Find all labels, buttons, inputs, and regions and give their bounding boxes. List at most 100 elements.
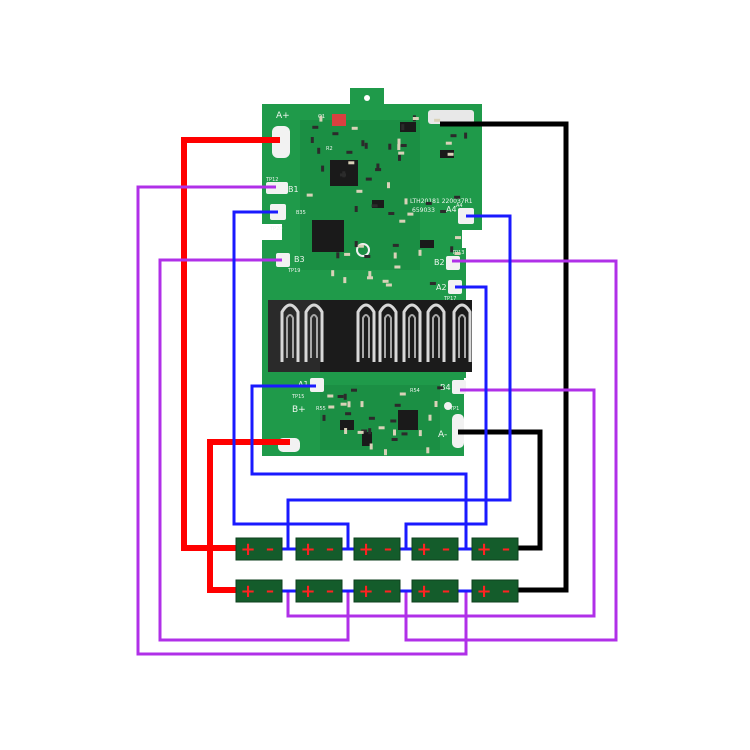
blade-1: [280, 303, 300, 362]
cell-plus-sign: +: [358, 581, 373, 602]
smd-part: [317, 147, 321, 154]
board-code: 659033: [412, 207, 435, 214]
wire-b3-purple: [158, 258, 350, 642]
smd-part: [398, 151, 405, 155]
label-r55: R55: [316, 406, 326, 412]
cell-minus-sign: –: [326, 581, 334, 600]
smd-part: [401, 432, 408, 436]
smd-part: [336, 252, 340, 259]
battery-cell: +–: [353, 537, 401, 561]
smd-part: [399, 392, 406, 396]
wire-b4-purple: [286, 388, 596, 618]
smd-part: [346, 150, 353, 154]
cell-body: [235, 579, 283, 603]
smd-part: [331, 270, 335, 277]
wire-a4-right-blue: [286, 214, 512, 548]
cell-body: [235, 537, 283, 561]
smd-part: [418, 430, 422, 437]
smd-part: [394, 265, 401, 269]
smd-part: [321, 165, 325, 172]
smd-part: [397, 144, 401, 151]
cell-minus-sign: –: [384, 581, 392, 600]
smd-part: [393, 429, 396, 436]
board-marking: LTH20181 220037R1: [410, 198, 473, 205]
smd-part: [445, 141, 452, 145]
blade-inner-4: [384, 314, 392, 358]
smd-part: [356, 189, 363, 193]
smd-part: [392, 243, 399, 247]
label-tp12: TP12: [265, 177, 278, 183]
battery-cell: +–: [295, 579, 343, 603]
smd-part: [378, 426, 385, 430]
smd-part: [351, 126, 358, 130]
smd-part: [361, 429, 368, 433]
cell-body: [353, 579, 401, 603]
battery-cell: +–: [411, 537, 459, 561]
smd-part: [464, 132, 468, 139]
blade-inner-6: [432, 314, 440, 358]
smd-part: [434, 401, 438, 407]
chip-small-5: [340, 420, 354, 430]
blade-inner-3: [362, 314, 370, 358]
chip-small-1: [400, 122, 416, 132]
cell-plus-sign: +: [300, 581, 315, 602]
smd-part: [328, 405, 335, 409]
smd-part: [412, 117, 419, 120]
bms-circuit-board: A+ B1 A4 B3 B2 A2 A1 B+ B4 A- LTH20181 2…: [262, 88, 482, 456]
board-hole-bottom: [444, 402, 452, 410]
smd-part: [428, 414, 432, 421]
label-a4: A4: [446, 205, 457, 214]
chip-small-6: [362, 432, 372, 446]
wire-a2-blue: [404, 285, 488, 548]
smd-part: [306, 193, 313, 197]
smd-part: [368, 416, 375, 420]
smd-part: [375, 168, 382, 172]
board-hole-mid: [356, 243, 370, 257]
battery-cell: +–: [295, 537, 343, 561]
smd-part: [382, 279, 389, 283]
chip-small-3: [372, 200, 384, 208]
cell-minus-sign: –: [326, 539, 334, 558]
cell-minus-sign: –: [266, 581, 274, 600]
cell-plus-sign: +: [240, 539, 255, 560]
smd-part: [437, 386, 444, 390]
smd-part: [361, 140, 365, 147]
wire-b-plus-red: [207, 439, 290, 593]
cell-body: [353, 537, 401, 561]
connector-blades: [280, 303, 472, 362]
smd-part: [364, 255, 371, 258]
smd-part: [454, 252, 461, 255]
smd-part: [387, 182, 390, 189]
wire-top-black: [440, 121, 569, 593]
label-r2: R2: [326, 146, 333, 152]
smd-part: [319, 115, 323, 122]
smd-part: [357, 244, 364, 248]
smd-part: [343, 277, 347, 284]
chip-small-4: [420, 240, 434, 248]
wire-b2-purple: [404, 259, 618, 642]
label-a4-small: A4: [456, 203, 463, 209]
blade-inner-5: [408, 314, 416, 358]
blade-7: [452, 303, 472, 362]
smd-part: [357, 430, 364, 434]
smd-part: [344, 252, 351, 256]
smd-part: [450, 246, 454, 253]
cell-body: [295, 579, 343, 603]
smd-part: [332, 132, 339, 136]
battery-cell: +–: [471, 579, 519, 603]
label-tp15: TP15: [291, 394, 304, 400]
smd-part: [343, 393, 347, 400]
smd-part: [354, 206, 358, 212]
board-chips: [312, 114, 454, 446]
smd-part: [404, 198, 408, 205]
label-b1: B1: [288, 185, 299, 194]
smd-part: [391, 438, 398, 441]
cell-body: [295, 537, 343, 561]
smd-part: [440, 210, 447, 213]
chip-lower: [398, 410, 418, 430]
label-b35: B35: [296, 210, 306, 216]
pad-b3: [276, 253, 290, 267]
smd-part: [399, 219, 406, 223]
smd-part: [322, 414, 326, 421]
